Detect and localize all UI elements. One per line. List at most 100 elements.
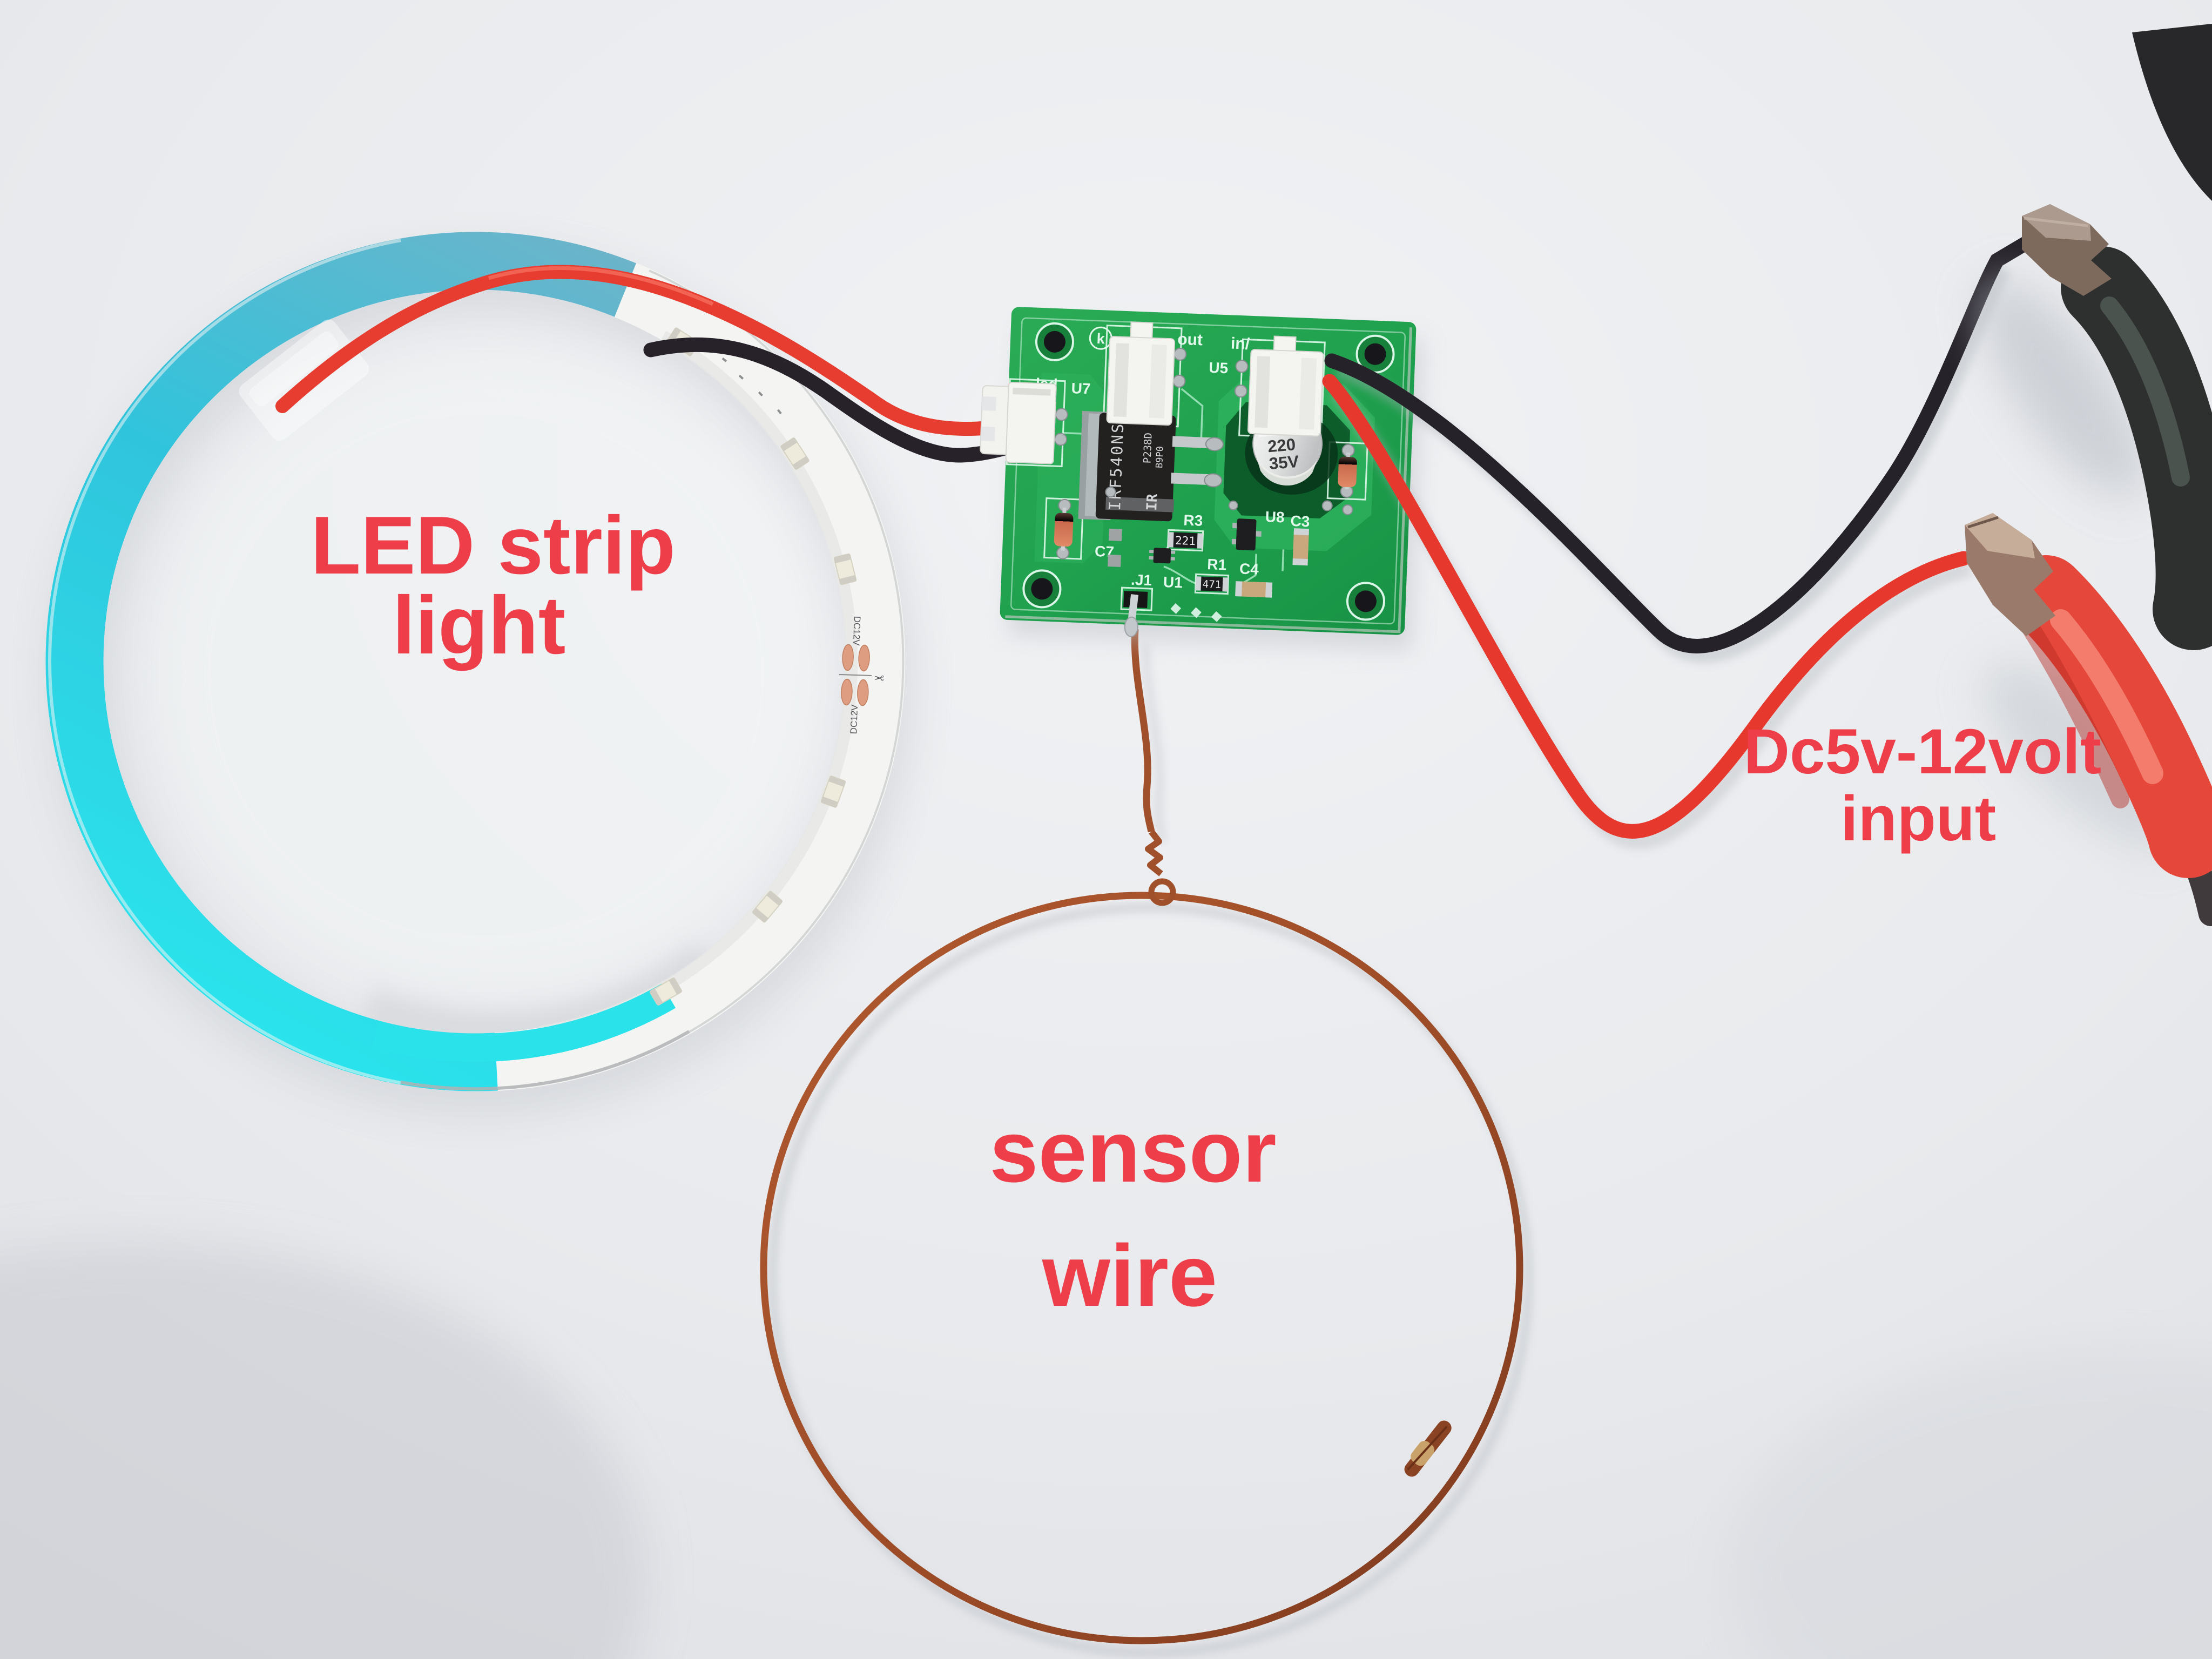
capacitor-c4 — [1235, 581, 1273, 598]
mounting-hole — [1022, 569, 1062, 609]
power-wire-black — [1324, 235, 2034, 653]
sensor-coil-solder-joint — [1404, 1420, 1452, 1477]
scissors-icon: ✂ — [874, 671, 884, 685]
silkscreen-in: in/ — [1230, 334, 1250, 353]
r3-value-text: 221 — [1175, 534, 1196, 548]
silkscreen-u5: U5 — [1209, 359, 1229, 376]
r1-value-text: 471 — [1202, 578, 1221, 591]
strip-cut-pads: DC12V DC12V ✂ — [839, 616, 885, 734]
capacitor-line3: 35V — [1269, 452, 1300, 474]
strip-bottom-gray-edge — [400, 1030, 690, 1091]
mosfet-q1: IRF540NS P238D B9P0 IR — [1078, 410, 1224, 522]
led-package — [833, 553, 857, 585]
mosfet-part-text: IRF540NS — [1105, 422, 1127, 511]
silkscreen-u8: U8 — [1265, 508, 1285, 525]
red-clip-jaw-highlight — [1965, 513, 2035, 558]
led-package — [780, 437, 810, 470]
cut-line — [839, 673, 872, 677]
power-wire-red — [1322, 374, 1971, 839]
diode-body — [1338, 456, 1357, 488]
black-clip-shadow — [1979, 279, 2147, 498]
diode-left — [1054, 498, 1074, 559]
mosfet-code2-text: B9P0 — [1154, 446, 1166, 469]
black-clip-cable-corner — [2132, 24, 2212, 201]
spare-pads — [1170, 603, 1222, 622]
mosfet-lead — [1171, 473, 1210, 485]
feed-wire-shadow — [1141, 644, 1168, 843]
j1-pin — [1124, 594, 1139, 637]
strip-bottom-cyan-inner — [372, 983, 676, 1062]
solder-blob — [1205, 437, 1224, 451]
connector-led-socket — [1005, 381, 1057, 464]
mounting-hole — [1035, 322, 1074, 361]
label-sensor-line2: wire — [1042, 1227, 1217, 1325]
solder-joints — [1054, 347, 1353, 515]
mounting-holes — [1022, 322, 1395, 621]
led-package — [820, 775, 846, 808]
silkscreen-u7: U7 — [1071, 380, 1091, 397]
alligator-clip-black — [1979, 24, 2212, 650]
feed-wire-knot — [1148, 878, 1176, 906]
pcb-board: k out in/ led U7 U5 Q1 R3 U8 C3 C7 R1 C4… — [980, 307, 1417, 637]
alligator-clip-red — [1965, 513, 2212, 926]
strip-marking-text: DC12V — [851, 616, 862, 646]
strip-front-white — [495, 262, 906, 1091]
label-power-line1: Dc5v-12volt — [1744, 716, 2101, 787]
connector-out — [1106, 321, 1176, 426]
solder-blob — [1204, 473, 1223, 488]
ring-inner-highlight — [162, 362, 810, 988]
black-clip-boot-sheen — [2100, 296, 2190, 487]
strip-print-speckles — [721, 357, 782, 415]
corner-vignette-2 — [1728, 1350, 2212, 1659]
sensor-coil-wire — [760, 892, 1523, 1644]
label-led-strip-line2: light — [393, 579, 566, 671]
resistor-r1: 471 — [1195, 576, 1229, 592]
led-wire-black — [643, 337, 1012, 463]
transistor-u8 — [1231, 518, 1262, 551]
label-power-line2: input — [1840, 783, 1996, 854]
c7-pads — [1108, 529, 1122, 567]
sensor-feed-wire — [1131, 629, 1176, 906]
ic-u1 — [1149, 548, 1176, 564]
mosfet-bottom-flange — [1105, 496, 1174, 512]
mosfet-code1-text: P238D — [1141, 433, 1154, 464]
sensor-coil-shadow — [768, 903, 1533, 1657]
feed-wire-twist — [1145, 830, 1163, 876]
led-package — [752, 891, 783, 923]
strip-marking-text-mirrored: DC12V — [848, 704, 860, 734]
capacitor-c3 — [1292, 528, 1310, 566]
led-strip-ring: DC12V DC12V ✂ — [45, 232, 914, 1114]
silkscreen-j1: .J1 — [1131, 571, 1152, 589]
diode-right — [1338, 443, 1357, 498]
strip-outer-edge-left — [48, 239, 401, 1084]
connector-in — [1247, 335, 1324, 437]
mosfet-logo-text: IR — [1144, 494, 1161, 511]
capacitor-line2: 220 — [1267, 435, 1296, 456]
silkscreen-r1: R1 — [1207, 556, 1227, 573]
silkscreen-k: k — [1096, 331, 1105, 347]
led-wire-red — [275, 265, 1010, 436]
mosfet-lead — [1172, 436, 1212, 449]
feed-wire-upper — [1131, 629, 1155, 833]
mosfet-body — [1095, 413, 1176, 522]
led-wire-red-highlight — [488, 266, 714, 306]
resistor-r3: 221 — [1168, 532, 1203, 549]
silkscreen-u1: U1 — [1163, 574, 1183, 591]
label-sensor-line1: sensor — [989, 1103, 1276, 1201]
annotations: LED strip light sensor wire Dc5v-12volt … — [311, 500, 2101, 1325]
silkscreen-c3: C3 — [1290, 512, 1310, 530]
led-package — [649, 977, 683, 1006]
corner-vignette — [0, 1242, 648, 1659]
diode-body — [1054, 512, 1074, 547]
label-led-strip-line1: LED strip — [311, 500, 676, 591]
silkscreen-c4: C4 — [1239, 560, 1259, 577]
mounting-hole — [1346, 582, 1385, 621]
sensor-coil — [760, 892, 1533, 1657]
silkscreen-r3: R3 — [1183, 511, 1203, 529]
connector-led — [980, 381, 1057, 464]
red-clip-boot-shade — [2022, 621, 2129, 808]
capacitor-sleeve — [1256, 456, 1318, 485]
j1-pin-solder — [1124, 616, 1138, 637]
